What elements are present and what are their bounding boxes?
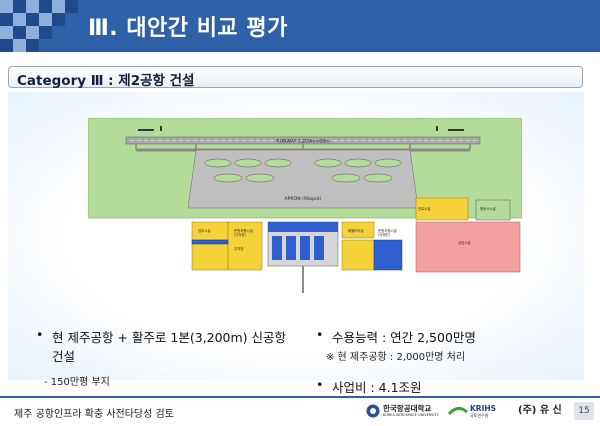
header-bar: Ⅲ. 대안간 비교 평가 xyxy=(0,0,600,52)
footer-title: 제주 공항인프라 확충 사전타당성 검토 xyxy=(14,409,174,420)
zone-label-commerce: 상업시설 xyxy=(458,240,470,245)
zone-label-support-b: 운항지원시설(국제선) xyxy=(378,228,397,237)
runway-label: RUNWAY 3,200m×60m xyxy=(276,139,330,145)
capacity-note: ※ 현 제주공항 : 2,000만명 처리 xyxy=(326,352,466,363)
bullet-text-line1: 현 제주공항 + 활주로 1본(3,200m) 신공항 xyxy=(52,330,287,345)
terminal-blocks xyxy=(268,222,338,260)
page-number: 15 xyxy=(574,402,594,420)
page-title: Ⅲ. 대안간 비교 평가 xyxy=(88,16,288,41)
blue-zones xyxy=(191,239,403,271)
left-bullets: • 현 제주공항 + 활주로 1본(3,200m) 신공항 건설 - 150만평… xyxy=(36,327,306,388)
taxiway-connectors xyxy=(135,144,471,150)
green-islands xyxy=(204,158,402,183)
zone-label-office: 업무시설 xyxy=(198,228,210,233)
bullet-item-new-airport: • 현 제주공항 + 활주로 1본(3,200m) 신공항 건설 xyxy=(36,327,306,365)
yushin-name: (주) 유 신 xyxy=(518,405,562,416)
krihs-name: KRIHS xyxy=(470,403,497,413)
bullet-item-cost: • 사업비 : 4.1조원 xyxy=(316,377,586,396)
bullet-dot: • xyxy=(316,377,324,392)
footer-divider xyxy=(0,396,600,398)
category-bar: Category Ⅲ : 제2공항 건설 xyxy=(8,66,583,89)
green-right-block xyxy=(475,199,511,221)
krihs-emblem-icon xyxy=(448,407,468,416)
zone-label-airline: 항공사시설 xyxy=(480,206,496,211)
yushin-logo: (주) 유 신 xyxy=(518,402,562,420)
airport-layout-plan: RUNWAY 3,200m×60m APRON (96spot) xyxy=(88,118,522,293)
checker-pattern xyxy=(0,0,78,52)
kau-name: 한국항공대학교 xyxy=(383,404,432,413)
category-label: Category Ⅲ : 제2공항 건설 xyxy=(17,73,195,89)
cost-text: 사업비 : 4.1조원 xyxy=(332,380,422,395)
apron-label: APRON (96spot) xyxy=(285,196,322,202)
zone-label-support-a: 운항지원시설(주차장) xyxy=(234,228,253,237)
yellow-right-zone xyxy=(415,197,469,221)
kau-emblem-icon xyxy=(366,404,380,418)
bullet-item-capacity: • 수용능력 : 연간 2,500만명 xyxy=(316,327,586,346)
bullet-dot: • xyxy=(36,327,44,342)
runway-markers xyxy=(138,126,464,131)
zone-label-fuel: 연료시설 xyxy=(418,206,430,211)
zone-label-cargo: 화물터미널 xyxy=(348,228,364,233)
krihs-sub: 국토연구원 xyxy=(470,412,489,418)
zone-label-parking: 주차장 xyxy=(234,246,243,251)
right-bullets: • 수용능력 : 연간 2,500만명 ※ 현 제주공항 : 2,000만명 처… xyxy=(316,327,586,396)
kau-logo: 한국항공대학교 KOREA AEROSPACE UNIVERSITY xyxy=(366,402,439,420)
bullet-dot: • xyxy=(316,327,324,342)
kau-sub: KOREA AEROSPACE UNIVERSITY xyxy=(383,413,439,417)
bullet-sub-area: - 150만평 부지 xyxy=(44,377,110,388)
yellow-zones xyxy=(191,221,375,271)
capacity-text: 수용능력 : 연간 2,500만명 xyxy=(332,330,476,345)
bullet-text-line2: 건설 xyxy=(52,349,76,364)
krihs-logo: KRIHS 국토연구원 xyxy=(448,402,496,420)
pink-zone xyxy=(415,221,521,273)
